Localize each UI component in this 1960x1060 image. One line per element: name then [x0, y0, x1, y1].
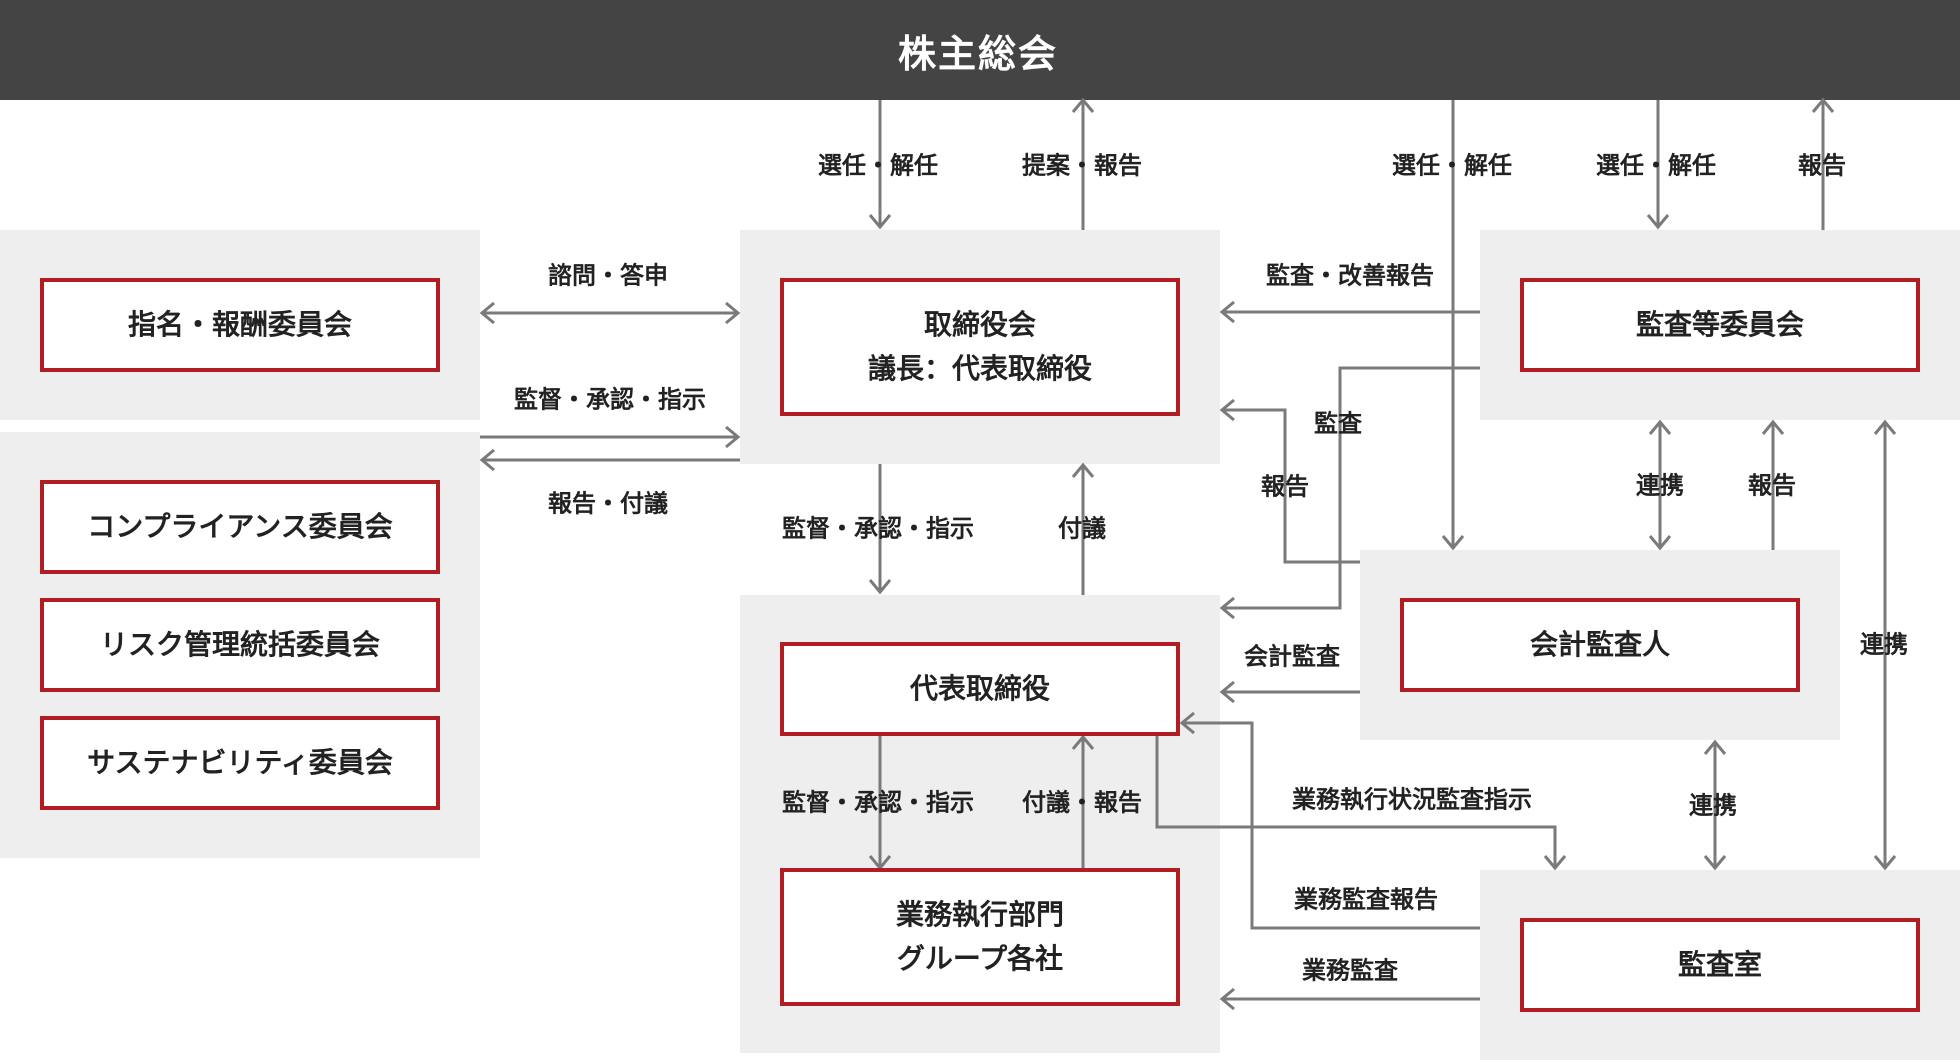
label-business-audit-report: 業務監査報告: [1294, 885, 1438, 914]
nomination-compensation-committee: 指名・報酬委員会: [40, 278, 440, 372]
label-consult-answer: 諮問・答申: [548, 261, 668, 290]
board-label: 取締役会: [923, 308, 1036, 341]
representative-label: 代表取締役: [909, 672, 1050, 705]
board-chair-label: 議長：代表取締役: [867, 352, 1092, 385]
execution-label: 業務執行部門: [895, 898, 1064, 931]
label-report-audit-committee: 報告: [1748, 471, 1796, 500]
label-supervise-representative: 監督・承認・指示: [782, 514, 974, 543]
header-title: 株主総会: [897, 31, 1058, 76]
nomination-committee-label: 指名・報酬委員会: [127, 308, 352, 341]
sustainability-committee-label: サステナビリティ委員会: [87, 746, 393, 779]
label-deliberate-report: 付議・報告: [1022, 788, 1142, 817]
audit-office-label: 監査室: [1677, 948, 1762, 981]
label-report-shareholders: 報告: [1798, 151, 1846, 180]
compliance-committee: コンプライアンス委員会: [40, 480, 440, 574]
label-elect-dismiss-board: 選任・解任: [818, 151, 938, 180]
group-companies-label: グループ各社: [896, 942, 1064, 975]
risk-committee-label: リスク管理統括委員会: [99, 628, 380, 661]
audit-committee-label: 監査等委員会: [1635, 308, 1804, 341]
sustainability-committee: サステナビリティ委員会: [40, 716, 440, 810]
label-supervise-execution: 監督・承認・指示: [782, 788, 974, 817]
general-shareholders-meeting: 株主総会: [0, 0, 1960, 100]
business-execution-division: 業務執行部門 グループ各社: [780, 868, 1180, 1006]
accounting-auditor: 会計監査人: [1400, 598, 1800, 692]
label-cooperation-audit-office: 連携: [1860, 630, 1908, 659]
label-accounting-audit: 会計監査: [1244, 642, 1340, 671]
representative-director: 代表取締役: [780, 642, 1180, 736]
audit-supervisory-committee: 監査等委員会: [1520, 278, 1920, 372]
label-report-board: 報告: [1261, 472, 1309, 501]
board-of-directors: 取締役会 議長：代表取締役: [780, 278, 1180, 416]
label-elect-dismiss-auditor: 選任・解任: [1392, 151, 1512, 180]
accounting-auditor-label: 会計監査人: [1529, 628, 1670, 661]
label-propose-report: 提案・報告: [1022, 151, 1142, 180]
risk-management-committee: リスク管理統括委員会: [40, 598, 440, 692]
label-business-audit-instruct: 業務執行状況監査指示: [1292, 785, 1532, 814]
label-report-deliberate-committees: 報告・付議: [548, 489, 668, 518]
label-audit-improve-report: 監査・改善報告: [1266, 261, 1434, 290]
label-supervise-committees: 監督・承認・指示: [514, 385, 706, 414]
label-elect-dismiss-audit-committee: 選任・解任: [1596, 151, 1716, 180]
compliance-committee-label: コンプライアンス委員会: [87, 510, 393, 543]
label-business-audit: 業務監査: [1302, 956, 1398, 985]
internal-audit-office: 監査室: [1520, 918, 1920, 1012]
label-audit: 監査: [1314, 409, 1362, 438]
label-cooperation-audit-accounting: 連携: [1636, 471, 1684, 500]
label-cooperation-accounting-office: 連携: [1689, 791, 1737, 820]
label-deliberate: 付議: [1058, 514, 1106, 543]
